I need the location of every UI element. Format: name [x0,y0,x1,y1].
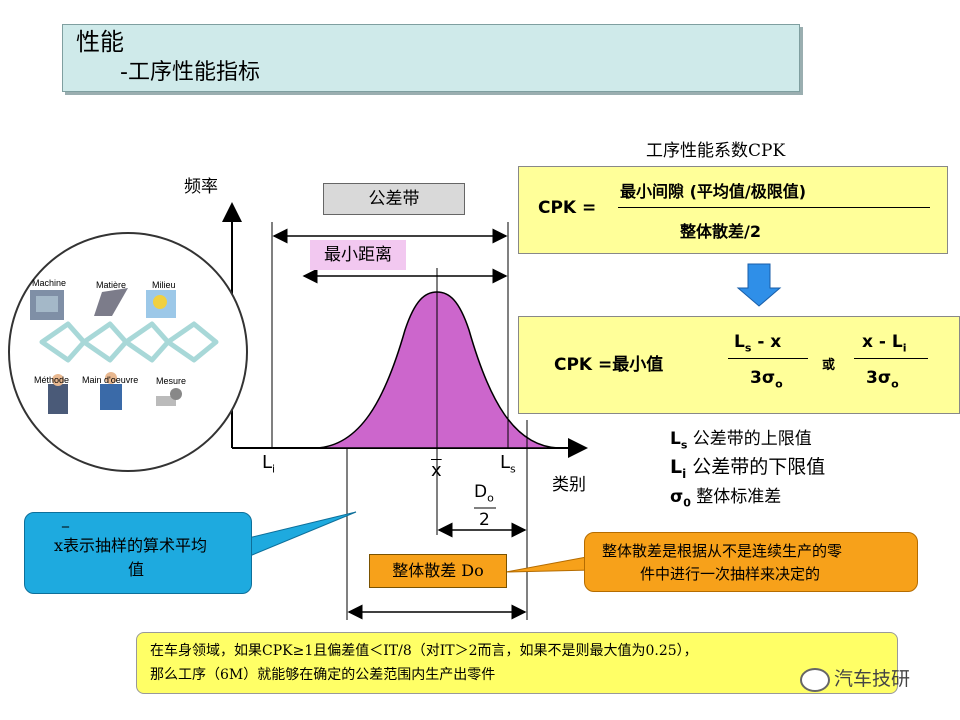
title-banner [62,24,800,92]
ls-marker: Ls [500,452,516,476]
cpk1-numerator: 最小间隙 (平均值/极限值) [620,182,807,201]
page-title: 性能 [76,28,124,56]
measure-icon [156,396,176,406]
ishikawa-methode: Méthode [34,375,70,385]
bottom-note-line-2: 那么工序（6M）就能够在确定的公差范围内生产出零件 [150,667,496,683]
overall-spread-label: 整体散差 Do [369,554,507,588]
ishikawa-matiere: Matière [96,280,127,290]
cpk-formula-2 [518,316,960,414]
cpk1-lhs: CPK = [538,198,597,218]
mean-callout-text-2: 值 [128,560,145,579]
cpk2-or: 或 [822,358,836,373]
page-subtitle: -工序性能指标 [120,60,260,85]
cpk2-a-denominator: 3σo [750,368,783,391]
mean-callout-text-1: x表示抽样的算术平均 [54,536,208,555]
cpk-heading: 工序性能系数CPK [646,141,786,161]
method-icon [48,384,68,414]
watermark: 汽车技研 [834,668,911,690]
legend-ls: Ls 公差带的上限值 [670,429,812,452]
ishikawa-milieu: Milieu [152,280,176,290]
material-icon [94,288,128,316]
do-label: Do [474,482,494,505]
cpk-formula-1 [518,166,948,254]
wechat-icon [800,668,830,692]
cpk2-a-numerator: Ls - x [734,332,782,355]
li-marker: Li [262,452,276,476]
ishikawa-diagram [8,232,248,472]
ishikawa-machine: Machine [32,278,67,288]
legend-li: Li 公差带的下限值 [670,456,826,481]
cpk2-a-bar [728,358,808,359]
down-arrow [736,263,782,307]
fishbone-arrows [30,288,219,414]
min-distance-label: 最小距离 [310,240,406,270]
ishikawa-mesure: Mesure [156,376,187,386]
bottom-note [136,632,898,694]
ishikawa-main-oeuvre: Main d'oeuvre [82,375,139,385]
cpk2-lhs: CPK =最小值 [554,355,664,375]
bottom-note-line-1: 在车身领域，如果CPK≥1且偏差值＜IT/8（对IT＞2而言，如果不是则最大值为… [150,643,698,659]
workforce-icon [100,384,122,410]
spread-callout-text-2: 件中进行一次抽样来决定的 [640,565,821,583]
x-axis-label: 类别 [552,475,586,495]
spread-callout [584,532,918,592]
do-denominator: 2 [479,510,490,530]
mean-callout [24,512,252,594]
spread-callout-text-1: 整体散差是根据从不是连续生产的零 [602,542,843,560]
mean-callout-bar: _ [62,512,69,528]
legend-sigma: σ0 整体标准差 [670,487,782,510]
tolerance-band-label: 公差带 [323,183,465,215]
cpk1-fraction-bar [618,207,930,208]
cpk2-b-denominator: 3σo [866,368,899,391]
y-axis-label: 频率 [184,177,218,197]
mean-marker: x [431,460,442,481]
cpk1-denominator: 整体散差/2 [680,222,761,241]
cpk2-b-numerator: x - Li [862,332,907,355]
cpk2-b-bar [854,358,928,359]
